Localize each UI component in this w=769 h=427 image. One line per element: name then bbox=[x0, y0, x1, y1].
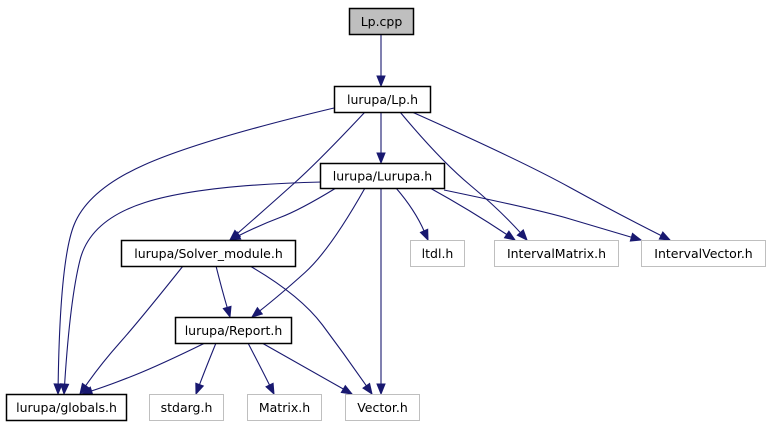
edge-lurupa_lurupa_h-to-intervalmatrix_h bbox=[429, 187, 517, 241]
edge-lurupa_lurupa_h-to-ltdl_h bbox=[395, 187, 429, 242]
node-intervalvector-h: IntervalVector.h bbox=[641, 240, 766, 267]
edge-lurupa_solver_module_h-to-lurupa_globals_h bbox=[79, 265, 184, 396]
edge-lurupa_solver_module_h-to-vector_h bbox=[249, 265, 373, 396]
edge-line bbox=[443, 189, 633, 238]
edge-line bbox=[198, 342, 217, 386]
node-label: IntervalMatrix.h bbox=[507, 246, 606, 261]
node-label: lurupa/Report.h bbox=[185, 323, 283, 338]
arrow-head-icon bbox=[53, 383, 63, 396]
arrow-head-icon bbox=[376, 383, 386, 396]
arrow-head-icon bbox=[362, 382, 373, 396]
node-label: Matrix.h bbox=[259, 400, 310, 415]
edge-lurupa_report_h-to-vector_h bbox=[261, 342, 354, 395]
node-box bbox=[410, 240, 465, 267]
node-label: ltdl.h bbox=[422, 246, 454, 261]
node-intervalmatrix-h: IntervalMatrix.h bbox=[494, 240, 619, 267]
node-box bbox=[345, 394, 420, 421]
node-label: stdarg.h bbox=[161, 400, 213, 415]
edge-lurupa_report_h-to-lurupa_globals_h bbox=[80, 342, 206, 396]
arrow-head-icon bbox=[376, 152, 386, 165]
edge-lurupa_lurupa_h-to-lurupa_report_h bbox=[250, 187, 366, 318]
node-box bbox=[641, 240, 766, 267]
node-vector-h: Vector.h bbox=[345, 394, 420, 421]
edge-lurupa_lurupa_h-to-intervalvector_h bbox=[443, 189, 643, 242]
node-lurupa-globals-h[interactable]: lurupa/globals.h bbox=[5, 393, 128, 422]
edge-lurupa_lurupa_h-to-vector_h bbox=[376, 188, 386, 396]
arrow-head-icon bbox=[658, 231, 672, 241]
edge-lurupa_report_h-to-matrix_h bbox=[247, 342, 275, 396]
arrow-head-icon bbox=[79, 382, 90, 396]
arrow-head-icon bbox=[340, 384, 354, 395]
node-label: lurupa/globals.h bbox=[16, 400, 117, 415]
edge-lurupa_lurupa_h-to-lurupa_solver_module_h bbox=[228, 187, 337, 241]
edge-line bbox=[57, 107, 335, 386]
node-label: IntervalVector.h bbox=[654, 246, 752, 261]
node-lurupa-solver-module-h[interactable]: lurupa/Solver_module.h bbox=[120, 239, 297, 268]
node-box bbox=[333, 85, 432, 114]
node-label: lurupa/Lp.h bbox=[347, 92, 418, 107]
node-label: Lp.cpp bbox=[361, 14, 403, 29]
node-box bbox=[348, 7, 415, 36]
arrow-head-icon bbox=[629, 232, 643, 242]
node-label: lurupa/Lurupa.h bbox=[333, 169, 432, 184]
node-box bbox=[120, 239, 297, 268]
node-stdarg-h: stdarg.h bbox=[149, 394, 224, 421]
arrow-head-icon bbox=[222, 305, 232, 319]
edge-line bbox=[237, 187, 337, 237]
edge-line bbox=[261, 342, 345, 391]
edge-line bbox=[429, 187, 508, 236]
node-box bbox=[247, 394, 322, 421]
edge-line bbox=[258, 187, 366, 312]
arrow-head-icon bbox=[516, 229, 528, 242]
edge-line bbox=[215, 265, 228, 309]
edge-line bbox=[249, 265, 368, 387]
node-box bbox=[149, 394, 224, 421]
arrow-head-icon bbox=[419, 228, 429, 242]
edge-line bbox=[90, 342, 206, 392]
arrow-head-icon bbox=[265, 382, 275, 396]
edge-line bbox=[399, 111, 522, 234]
arrow-head-icon bbox=[376, 75, 386, 88]
edge-lp_cpp-to-lurupa_lp_h bbox=[376, 34, 386, 88]
node-box bbox=[174, 316, 293, 345]
edge-lurupa_lp_h-to-intervalvector_h bbox=[411, 111, 672, 241]
arrow-head-icon bbox=[228, 231, 242, 241]
node-ltdl-h: ltdl.h bbox=[410, 240, 465, 267]
edge-line bbox=[84, 265, 184, 387]
node-matrix-h: Matrix.h bbox=[247, 394, 322, 421]
edge-lurupa_report_h-to-stdarg_h bbox=[195, 342, 217, 396]
edge-line bbox=[64, 181, 323, 386]
arrow-head-icon bbox=[59, 383, 70, 396]
node-label: Vector.h bbox=[357, 400, 408, 415]
edge-line bbox=[411, 111, 663, 237]
arrow-head-icon bbox=[503, 230, 517, 241]
edge-lurupa_solver_module_h-to-lurupa_report_h bbox=[215, 265, 232, 319]
node-lurupa-lurupa-h[interactable]: lurupa/Lurupa.h bbox=[319, 162, 446, 190]
nodes-layer: Lp.cpp lurupa/Lp.h lurupa/Lurupa.h lurupa/S… bbox=[5, 7, 766, 422]
edge-lurupa_lurupa_h-to-lurupa_globals_h bbox=[59, 181, 323, 396]
node-lp-cpp[interactable]: Lp.cpp bbox=[348, 7, 415, 36]
edge-line bbox=[395, 187, 425, 232]
node-box bbox=[494, 240, 619, 267]
edge-line bbox=[247, 342, 271, 387]
node-box bbox=[5, 393, 128, 422]
edge-lurupa_lp_h-to-intervalmatrix_h bbox=[399, 111, 528, 242]
edge-lurupa_lp_h-to-lurupa_lurupa_h bbox=[376, 112, 386, 165]
arrow-head-icon bbox=[250, 306, 264, 318]
edge-lurupa_lp_h-to-lurupa_globals_h bbox=[53, 107, 335, 396]
node-lurupa-report-h[interactable]: lurupa/Report.h bbox=[174, 316, 293, 345]
arrow-head-icon bbox=[195, 382, 205, 396]
node-label: lurupa/Solver_module.h bbox=[134, 246, 283, 261]
node-lurupa-lp-h[interactable]: lurupa/Lp.h bbox=[333, 85, 432, 114]
node-box bbox=[319, 162, 446, 190]
edges-layer bbox=[53, 34, 672, 396]
